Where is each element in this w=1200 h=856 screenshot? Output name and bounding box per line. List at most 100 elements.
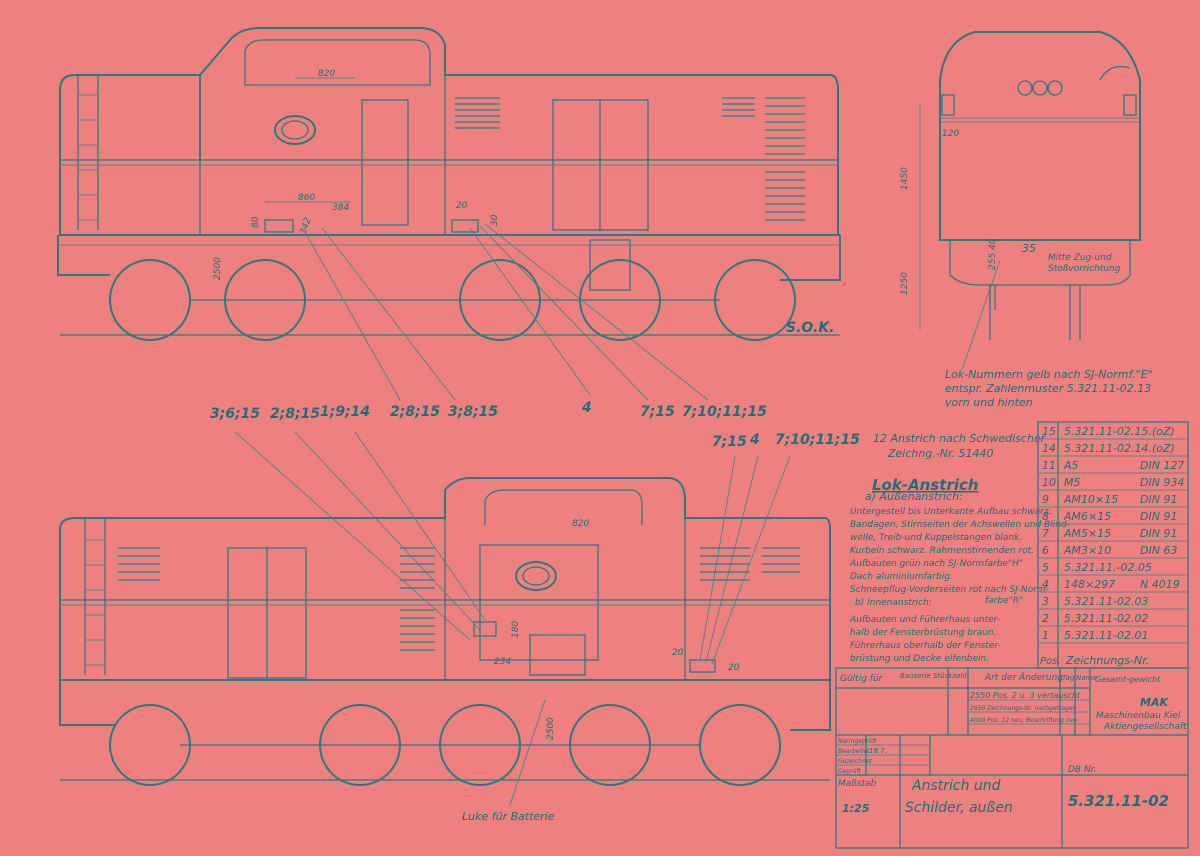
dim-820-bottom: 820	[572, 519, 589, 529]
parts-row-ref: AM6×15	[1063, 510, 1111, 523]
parts-row-pos: 6	[1042, 544, 1049, 557]
parts-row-pos: 10	[1042, 476, 1056, 489]
parts-row-ref: 148×297	[1064, 578, 1115, 591]
coupling-note-2: Stoßvorrichtung	[1048, 264, 1121, 274]
side-view-top: 820 860 384 20 2500 342 30 80 S.O.K.	[57, 27, 841, 341]
parts-row-ref: 5.321.11-02.14.(oZ)	[1064, 442, 1175, 455]
parts-row-std: DIN 91	[1140, 527, 1177, 540]
dim-255-40: 255 40	[988, 238, 998, 270]
paint-title: Lok-Anstrich	[872, 476, 979, 494]
parts-row-ref: M5	[1064, 476, 1081, 489]
tb-title-2: Schilder, außen	[905, 800, 1013, 816]
item12-line2: Zeichng.-Nr. 51440	[887, 447, 994, 460]
lok-number-note-1: Lok-Nummern gelb nach SJ-Normf."E"	[945, 368, 1153, 381]
parts-list: 15 5.321.11-02.15.(oZ) 14 5.321.11-02.14.(o…	[1037, 421, 1189, 669]
dim-234: 234	[494, 657, 511, 667]
callout-3-8-15: 3;8;15	[448, 404, 498, 420]
inner-line-4: brüstung und Decke elfenbein.	[850, 654, 989, 664]
lok-number-note-3: vorn und hinten	[945, 396, 1033, 409]
outer-line-6: Dach aluminiumfarbig.	[850, 572, 953, 582]
dim-20-a: 20	[672, 648, 684, 658]
callout-35: 35	[1022, 242, 1036, 255]
dim-342: 342	[298, 216, 313, 236]
tb-row-3: Geprüft	[838, 768, 862, 775]
leader-lines-top	[304, 223, 709, 401]
outer-line-2: Bandagen, Stirnseiten der Achswellen und…	[850, 520, 1070, 530]
dim-20: 20	[456, 201, 468, 211]
tb-massstab-label: Maßstab	[838, 779, 877, 789]
tb-row-1: Bearbeitet	[838, 748, 870, 755]
callout-4-bottom: 4	[749, 432, 760, 448]
paint-notes: 12 Anstrich nach Schwedischer Zeichng.-N…	[849, 432, 1070, 664]
parts-row-std: N 4019	[1140, 578, 1180, 591]
dim-2500-bottom: 2500	[546, 717, 556, 740]
outer-line-7: Schneepflug-Vorderseiten rot nach SJ-Nor…	[850, 585, 1049, 595]
tb-date: 18.7.	[869, 747, 887, 755]
company-1: MAK	[1140, 696, 1169, 709]
callouts-bottom: 7;15 4 7;10;11;15	[712, 432, 860, 450]
title-block: Gültig für Bauserie Stückzahl Art der Än…	[835, 667, 1189, 849]
callout-7-10-11-15-bottom: 7;10;11;15	[775, 432, 860, 448]
dim-860: 860	[298, 193, 315, 203]
company-2: Maschinenbau Kiel	[1096, 711, 1181, 721]
dim-820-top: 820	[318, 69, 335, 79]
parts-row-pos: 4	[1042, 578, 1049, 591]
outer-line-3: welle, Treib-und Kuppelstangen blank.	[850, 533, 1022, 543]
callout-4-top: 4	[581, 400, 592, 416]
item12-line1: 12 Anstrich nach Schwedischer	[873, 432, 1047, 445]
outer-heading: a) Außenanstrich:	[865, 490, 963, 503]
coupling-note-1: Mitte Zug-und	[1048, 253, 1112, 263]
lok-number-note-2: entspr. Zahlenmuster 5.321.11-02.13	[945, 382, 1151, 395]
parts-row-std: DIN 91	[1140, 510, 1177, 523]
leader-lines-bottom	[234, 431, 791, 665]
tb-art: Art der Änderung	[984, 672, 1063, 683]
outer-line-1: Untergestell bis Unterkante Aufbau schwa…	[850, 507, 1051, 517]
tb-change-1: 2550 Pos. 2 u. 3 vertauscht	[970, 691, 1081, 700]
parts-row-pos: 15	[1042, 425, 1056, 438]
tb-title-1: Anstrich und	[911, 778, 1001, 794]
ground-label: S.O.K.	[786, 320, 834, 336]
end-view: 1450 1250 120 255 40 35 Mitte Zug-und St…	[900, 31, 1153, 409]
dim-30: 30	[490, 214, 500, 226]
tb-name: Name	[1076, 674, 1097, 682]
tb-massstab: 1:25	[842, 802, 870, 815]
callout-7-15-top: 7;15	[640, 404, 675, 420]
parts-row-ref: A5	[1063, 459, 1079, 472]
callout-3-6-15: 3;6;15	[210, 406, 260, 422]
parts-row-pos: 11	[1042, 459, 1056, 472]
parts-row-std: DIN 127	[1140, 459, 1184, 472]
parts-row-ref: 5.321.11-02.15.(oZ)	[1064, 425, 1175, 438]
side-view-bottom: 820 180 234 20 20 2500 Luke für Batterie	[59, 477, 831, 823]
tb-dbnr-label: DB Nr.	[1068, 765, 1096, 775]
callout-2-8-15-a: 2;8;15	[270, 406, 320, 422]
parts-row-ref: 5.321.11.-02.05	[1064, 561, 1152, 574]
dim-180: 180	[511, 621, 521, 638]
parts-row-ref: AM5×15	[1063, 527, 1111, 540]
dim-80: 80	[251, 216, 261, 228]
parts-header-ref: Zeichnungs-Nr.	[1065, 654, 1149, 667]
battery-hatch-label: Luke für Batterie	[462, 810, 555, 823]
parts-row-pos: 5	[1042, 561, 1049, 574]
parts-row-ref: 5.321.11-02.01	[1064, 629, 1148, 642]
outer-line-5: Aufbauten grün nach SJ-Normfarbe"H"	[849, 559, 1023, 569]
dim-120: 120	[942, 129, 959, 139]
tb-gultig: Gültig für	[840, 674, 884, 684]
parts-row-ref: 5.321.11-02.02	[1064, 612, 1148, 625]
parts-row-pos: 8	[1042, 510, 1049, 523]
outer-line-4: Kurbeln schwarz. Rahmenstirnenden rot.	[850, 546, 1034, 556]
callout-7-10-11-15-top: 7;10;11;15	[682, 404, 767, 420]
tb-drawing-no: 5.321.11-02	[1068, 792, 1169, 810]
callout-2-8-15-b: 2;8;15	[390, 404, 440, 420]
parts-row-ref: AM3×10	[1063, 544, 1111, 557]
callout-1-9-14: 1;9;14	[320, 404, 370, 420]
tb-bauserie: Bauserie Stückzahl	[900, 672, 967, 680]
tb-row-2: Gezeichnet	[838, 758, 872, 765]
callouts-top: 3;6;15 2;8;15 1;9;14 2;8;15 3;8;15 4 7;1…	[210, 400, 767, 422]
parts-row-pos: 2	[1042, 612, 1049, 625]
parts-row-ref: AM10×15	[1063, 493, 1118, 506]
parts-row-pos: 14	[1042, 442, 1056, 455]
parts-row-pos: 9	[1042, 493, 1049, 506]
parts-header-pos: Pos.	[1040, 656, 1061, 667]
tb-change-2: 2650 Zeichnungs-Nr. nachgetragen	[970, 705, 1077, 712]
